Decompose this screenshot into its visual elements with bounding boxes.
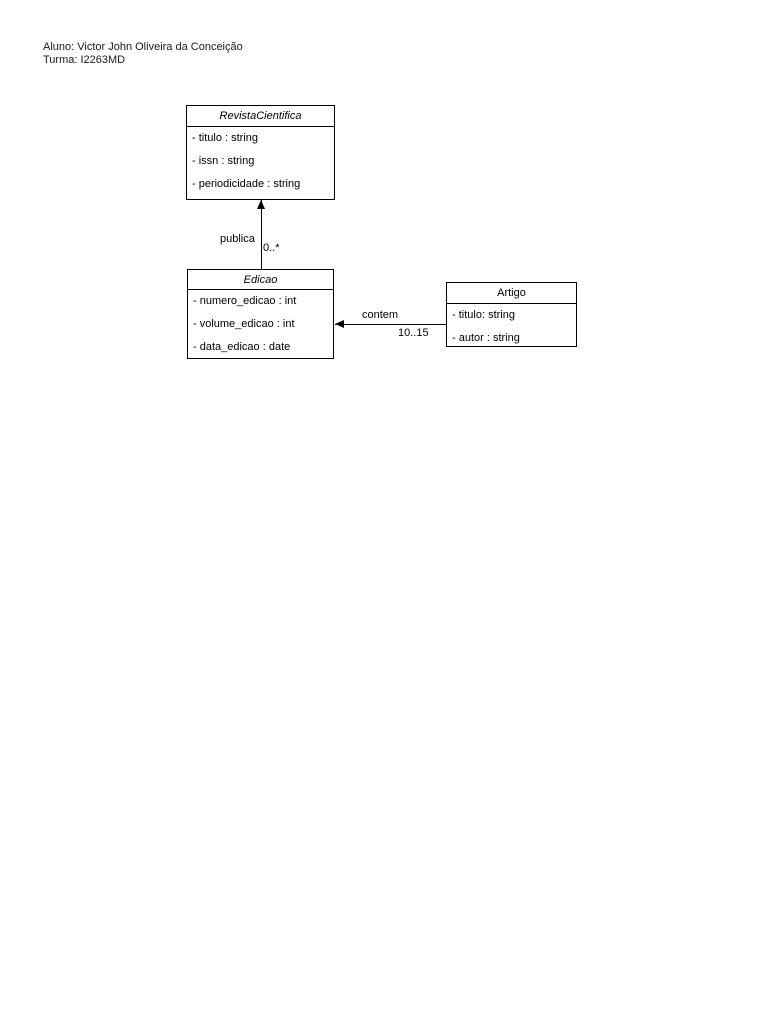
attribute-data-edicao: - data_edicao : date bbox=[193, 341, 291, 353]
arrowhead-up-icon bbox=[257, 200, 265, 209]
multiplicity-contem: 10..15 bbox=[398, 327, 429, 339]
association-label-publica: publica bbox=[220, 233, 255, 245]
student-name-line: Aluno: Victor John Oliveira da Conceição bbox=[43, 41, 243, 53]
attribute-titulo-artigo: - titulo: string bbox=[452, 309, 515, 321]
arrowhead-left-icon bbox=[335, 320, 344, 328]
association-line-publica bbox=[261, 200, 262, 269]
association-label-contem: contem bbox=[362, 309, 399, 321]
student-header: Aluno: Victor John Oliveira da Conceição… bbox=[43, 41, 243, 67]
class-title-revistacientifica: RevistaCientifica bbox=[187, 106, 334, 127]
class-box-artigo: Artigo - titulo: string - autor : string bbox=[446, 282, 577, 347]
class-attributes-edicao: - numero_edicao : int - volume_edicao : … bbox=[188, 290, 333, 359]
class-attributes-revistacientifica: - titulo : string - issn : string - peri… bbox=[187, 127, 334, 196]
class-title-artigo: Artigo bbox=[447, 283, 576, 304]
class-title-edicao: Edicao bbox=[188, 270, 333, 290]
attribute-numero-edicao: - numero_edicao : int bbox=[193, 295, 297, 307]
class-group-line: Turma: I2263MD bbox=[43, 54, 126, 66]
association-line-contem bbox=[335, 324, 446, 325]
attribute-periodicidade: - periodicidade : string bbox=[192, 178, 301, 190]
attribute-titulo: - titulo : string bbox=[192, 132, 259, 144]
attribute-autor: - autor : string bbox=[452, 332, 520, 344]
attribute-volume-edicao: - volume_edicao : int bbox=[193, 318, 295, 330]
class-box-revistacientifica: RevistaCientifica - titulo : string - is… bbox=[186, 105, 335, 200]
class-attributes-artigo: - titulo: string - autor : string bbox=[447, 304, 576, 350]
class-box-edicao: Edicao - numero_edicao : int - volume_ed… bbox=[187, 269, 334, 359]
multiplicity-publica: 0..* bbox=[263, 242, 280, 254]
attribute-issn: - issn : string bbox=[192, 155, 255, 167]
